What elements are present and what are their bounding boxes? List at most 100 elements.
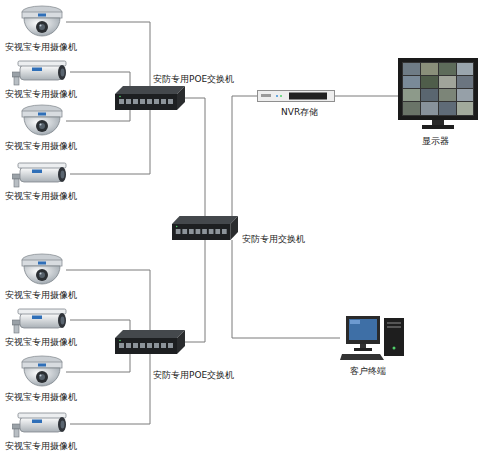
video-monitor-part: [422, 125, 454, 129]
video-monitor-part: [403, 102, 420, 115]
video-monitor-part: [421, 76, 438, 88]
dome-camera-part: [22, 260, 62, 266]
client-computer-part: [387, 322, 401, 324]
video-monitor-part: [403, 89, 420, 101]
bullet-camera-part: [20, 313, 62, 328]
device-label: 安防专用交换机: [242, 234, 305, 245]
network-cable: [70, 320, 130, 330]
bullet-camera: [12, 58, 70, 86]
bullet-camera-part: [14, 77, 19, 85]
network-switch: [115, 330, 185, 354]
network-switch-part: [147, 99, 152, 104]
client-computer-part: [346, 316, 380, 344]
client-computer-part: [384, 318, 404, 356]
poe-switch: 安防专用POE交换机: [115, 86, 185, 110]
video-monitor-part: [403, 76, 420, 88]
dome-camera-part: [39, 24, 45, 30]
network-switch-part: [154, 343, 159, 348]
device-label: 安视宝专用摄像机: [5, 441, 77, 452]
dome-camera-part: [38, 113, 46, 116]
network-switch-part: [168, 99, 173, 104]
video-monitor-part: [439, 89, 456, 101]
bullet-camera-part: [14, 325, 19, 333]
bullet-camera-part: [61, 69, 65, 77]
camera-node: 安视宝专用摄像机: [18, 252, 66, 288]
dome-camera: [18, 4, 66, 40]
video-monitor-part: [439, 102, 456, 115]
device-label: 安防专用POE交换机: [153, 74, 234, 85]
video-monitor: [398, 58, 478, 130]
device-label: 安防专用POE交换机: [153, 370, 234, 381]
video-monitor-part: [439, 76, 456, 88]
device-label: 安视宝专用摄像机: [5, 290, 77, 301]
nvr-recorder-part: [258, 91, 335, 102]
dome-camera: [18, 103, 66, 139]
bullet-camera-part: [58, 167, 66, 182]
network-switch-part: [161, 343, 166, 348]
network-cable: [66, 22, 150, 86]
network-switch-part: [196, 229, 201, 234]
network-switch-part: [177, 86, 185, 110]
network-switch: [115, 86, 185, 110]
bullet-camera-part: [32, 170, 42, 174]
client-computer-part: [354, 348, 372, 351]
network-cable: [232, 96, 257, 216]
device-label: 安视宝专用摄像机: [5, 337, 77, 348]
camera-node: 安视宝专用摄像机: [12, 306, 70, 334]
network-cable: [335, 96, 398, 97]
video-monitor-part: [457, 76, 473, 88]
dome-camera-part: [39, 374, 45, 380]
network-switch-part: [119, 99, 124, 104]
dome-camera-part: [36, 21, 48, 33]
dome-camera-part: [22, 12, 62, 18]
dome-camera-part: [22, 356, 62, 368]
network-switch-part: [177, 330, 185, 354]
device-label: 安视宝专用摄像机: [5, 392, 77, 403]
device-label: 显示器: [422, 136, 449, 147]
bullet-camera-part: [14, 429, 19, 437]
network-switch-part: [172, 216, 238, 224]
dome-camera-part: [24, 117, 60, 135]
network-switch-part: [161, 99, 166, 104]
dome-camera-part: [40, 25, 42, 27]
dome-camera-part: [38, 364, 46, 367]
bullet-camera-part: [20, 167, 62, 182]
dome-camera-part: [24, 266, 60, 284]
bullet-camera-part: [20, 65, 62, 80]
network-cable: [70, 72, 130, 86]
video-monitor-part: [402, 62, 474, 116]
network-switch-part: [126, 99, 131, 104]
video-monitor-part: [457, 63, 473, 75]
bullet-camera-part: [58, 417, 66, 432]
dome-camera-part: [40, 124, 42, 126]
network-switch-part: [140, 343, 145, 348]
core-switch: 安防专用交换机: [172, 216, 238, 240]
bullet-camera: [12, 306, 70, 334]
bullet-camera-part: [18, 163, 66, 168]
camera-node: 安视宝专用摄像机: [12, 58, 70, 86]
video-monitor-part: [432, 120, 444, 125]
dome-camera-part: [36, 269, 48, 281]
bullet-camera-part: [20, 417, 62, 432]
client-computer-part: [393, 347, 396, 350]
camera-node: 安视宝专用摄像机: [12, 410, 70, 438]
dome-camera-part: [38, 262, 46, 265]
nvr-recorder: [257, 90, 335, 102]
bullet-camera-part: [14, 179, 19, 187]
dome-camera-part: [40, 375, 42, 377]
dome-camera-part: [22, 362, 62, 368]
nvr-recorder-part: [289, 93, 327, 100]
bullet-camera-part: [61, 171, 65, 179]
network-cable: [66, 354, 130, 372]
camera-node: 安视宝专用摄像机: [12, 160, 70, 188]
bullet-camera-part: [32, 420, 42, 424]
network-switch-part: [154, 99, 159, 104]
network-switch-part: [189, 229, 194, 234]
bullet-camera: [12, 160, 70, 188]
client-computer-part: [350, 320, 360, 324]
network-cable: [66, 270, 150, 330]
video-monitor-part: [457, 102, 473, 115]
monitor-node: 显示器: [398, 58, 478, 130]
device-label: NVR存储: [281, 107, 318, 118]
